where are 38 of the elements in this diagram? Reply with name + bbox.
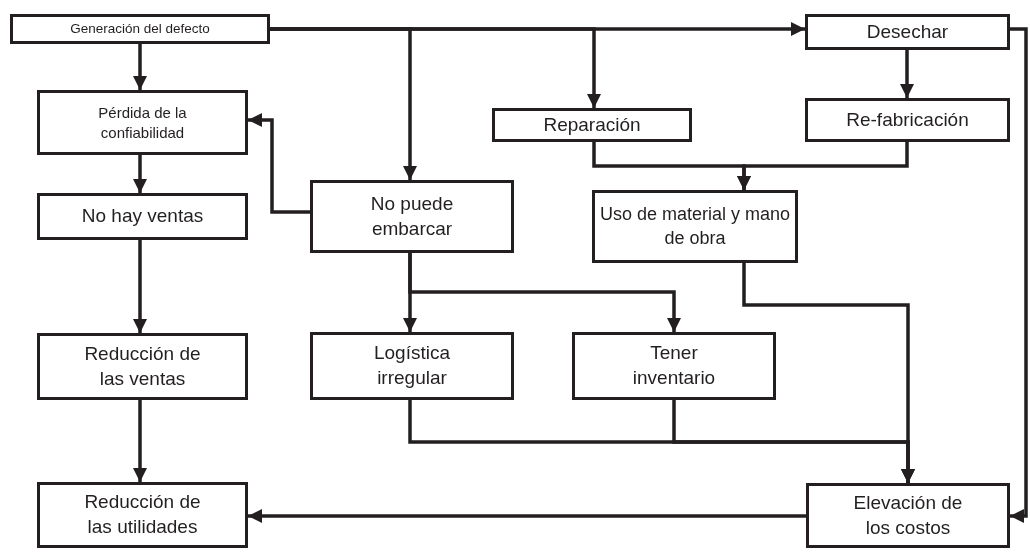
arrow bbox=[737, 142, 909, 190]
arrow bbox=[900, 50, 914, 98]
arrow bbox=[408, 253, 681, 332]
process-box bbox=[310, 332, 514, 400]
process-box bbox=[805, 14, 1010, 50]
box-label: Elevación de los costos bbox=[852, 490, 964, 540]
process-box bbox=[592, 190, 798, 263]
arrow bbox=[1010, 27, 1028, 523]
arrow bbox=[248, 509, 806, 523]
arrow bbox=[133, 155, 147, 193]
box-label: Desechar bbox=[866, 19, 949, 44]
box-label: No puede embarcar bbox=[369, 191, 455, 241]
process-box bbox=[572, 332, 776, 400]
arrow bbox=[248, 113, 310, 214]
process-box bbox=[310, 180, 514, 253]
arrow bbox=[672, 400, 915, 483]
box-label: No hay ventas bbox=[81, 204, 204, 229]
process-box bbox=[806, 483, 1010, 548]
box-label: Uso de material y mano de obra bbox=[598, 203, 792, 250]
box-label: Reparación bbox=[543, 112, 641, 137]
box-label: Reducción de las ventas bbox=[83, 341, 202, 391]
process-box bbox=[37, 90, 248, 155]
process-box bbox=[37, 193, 248, 240]
process-box bbox=[492, 108, 692, 142]
box-label: Reducción de las utilidades bbox=[83, 490, 202, 539]
box-label: Pérdida de la confiabilidad bbox=[97, 103, 188, 142]
process-box bbox=[37, 333, 248, 400]
arrow bbox=[270, 27, 601, 108]
arrow bbox=[133, 400, 147, 482]
process-box bbox=[805, 98, 1010, 142]
arrow bbox=[133, 240, 147, 333]
box-label: Logística irregular bbox=[372, 341, 451, 390]
box-label: Re-fabricación bbox=[846, 107, 969, 132]
arrow bbox=[133, 44, 147, 90]
box-label: Tener inventario bbox=[631, 341, 717, 390]
box-label: Generación del defecto bbox=[70, 20, 210, 38]
process-box bbox=[10, 14, 270, 44]
process-box bbox=[37, 482, 248, 548]
